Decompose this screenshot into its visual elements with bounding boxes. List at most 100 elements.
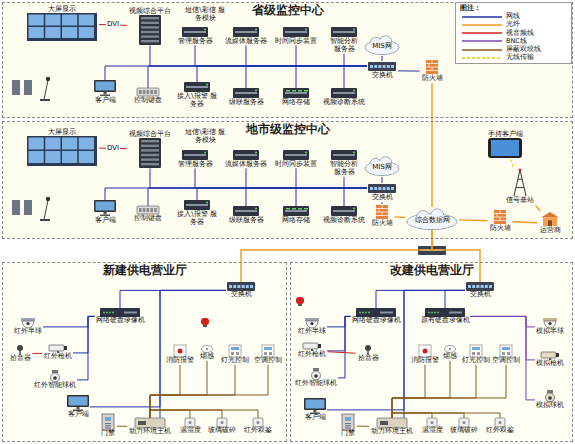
device-node: 消防报警 xyxy=(165,345,195,365)
device-icon xyxy=(184,200,210,210)
device-icon xyxy=(304,398,326,414)
icon-part xyxy=(255,208,257,210)
device-node: 红外双鉴 xyxy=(485,418,515,435)
connector xyxy=(150,410,190,418)
decor-shape xyxy=(46,197,50,201)
icon-part xyxy=(139,90,142,94)
icon-part xyxy=(546,393,555,402)
icon-part xyxy=(500,210,501,214)
device-node: 时间同步装置 xyxy=(274,27,318,45)
connector xyxy=(395,216,406,218)
icon-part xyxy=(141,22,159,24)
icon-part xyxy=(556,353,559,357)
device-node: 红外枪机 xyxy=(297,343,327,359)
device-icon xyxy=(500,345,512,357)
icon-part xyxy=(255,29,257,31)
device-label: 时间同步装置 xyxy=(275,160,317,168)
icon-part xyxy=(305,152,307,154)
device-icon xyxy=(283,88,309,98)
device-label: 客户端 xyxy=(68,411,89,419)
device-icon xyxy=(135,418,165,428)
icon-part xyxy=(69,397,88,406)
device-node: 交换机 xyxy=(367,184,397,201)
icon-part xyxy=(431,421,434,424)
icon-part xyxy=(285,154,307,156)
device-icon xyxy=(137,206,159,214)
device-node: 视频诊断系统 xyxy=(322,88,366,106)
device-icon xyxy=(139,138,161,168)
icon-part xyxy=(236,352,239,355)
icon-part xyxy=(547,390,553,393)
device-node: 空调控制 xyxy=(491,345,521,365)
decor-shape xyxy=(296,297,304,304)
device-icon xyxy=(427,418,437,427)
device-icon xyxy=(21,318,35,328)
icon-part xyxy=(235,154,257,156)
icon-part xyxy=(407,214,457,230)
icon-part xyxy=(378,65,381,68)
icon-part xyxy=(283,150,309,160)
device-icon xyxy=(94,80,116,96)
icon-part xyxy=(548,396,552,400)
icon-part xyxy=(431,312,433,314)
device-node: 灯光控制 xyxy=(461,345,491,365)
legend-row: 网线 xyxy=(460,13,567,21)
connector xyxy=(296,168,367,188)
icon-part xyxy=(502,347,510,350)
icon-part xyxy=(206,202,208,204)
icon-part xyxy=(312,371,321,380)
connector xyxy=(392,361,450,418)
icon-part xyxy=(150,208,153,212)
device-label: 红外半球 xyxy=(298,328,326,336)
icon-part xyxy=(333,31,355,33)
device-icon xyxy=(16,345,24,355)
device-node: 流媒体服务器 xyxy=(224,27,268,45)
device-node: 控制键盘 xyxy=(133,88,163,104)
icon-part xyxy=(285,92,307,94)
device-label: 红外双鉴 xyxy=(486,427,514,435)
connector xyxy=(150,365,268,418)
icon-part xyxy=(541,352,556,358)
device-node: 拾音器 xyxy=(357,345,380,363)
connector xyxy=(150,361,207,418)
decor-shape xyxy=(290,262,573,442)
icon-part xyxy=(476,285,479,288)
device-label: 门禁 xyxy=(101,430,115,438)
icon-part xyxy=(331,206,357,216)
device-label: 模拟球机 xyxy=(536,402,564,410)
device-icon xyxy=(364,345,372,355)
icon-part xyxy=(227,282,255,291)
device-label: 运营商 xyxy=(540,226,561,234)
device-icon xyxy=(67,395,89,411)
icon-part xyxy=(491,140,519,156)
device-icon xyxy=(49,370,61,382)
icon-part xyxy=(423,349,428,354)
icon-part xyxy=(221,421,224,424)
icon-part xyxy=(353,29,355,31)
device-icon xyxy=(459,418,469,427)
icon-part xyxy=(250,285,253,288)
device-node: 红外半球 xyxy=(297,318,327,336)
icon-part xyxy=(62,138,77,150)
connector xyxy=(392,365,476,418)
device-node: 空调控制 xyxy=(253,345,283,365)
device-label: 视频诊断系统 xyxy=(323,216,365,224)
icon-part xyxy=(432,60,433,64)
device-label: 网络存储 xyxy=(282,98,310,106)
icon-part xyxy=(143,208,146,212)
icon-part xyxy=(507,352,510,355)
icon-part xyxy=(49,345,64,351)
connector xyxy=(382,202,383,204)
icon-part xyxy=(109,312,111,314)
connector xyxy=(344,177,367,188)
icon-part xyxy=(356,308,396,317)
device-label: 级联服务器 xyxy=(229,216,264,224)
device-icon xyxy=(262,345,274,357)
icon-part xyxy=(233,88,259,98)
icon-part xyxy=(229,345,241,357)
icon-part xyxy=(283,206,309,216)
device-label: 拾音器 xyxy=(10,355,31,363)
decor-shape xyxy=(44,200,48,220)
icon-part xyxy=(204,152,206,154)
device-node: 流媒体服务器 xyxy=(224,150,268,168)
